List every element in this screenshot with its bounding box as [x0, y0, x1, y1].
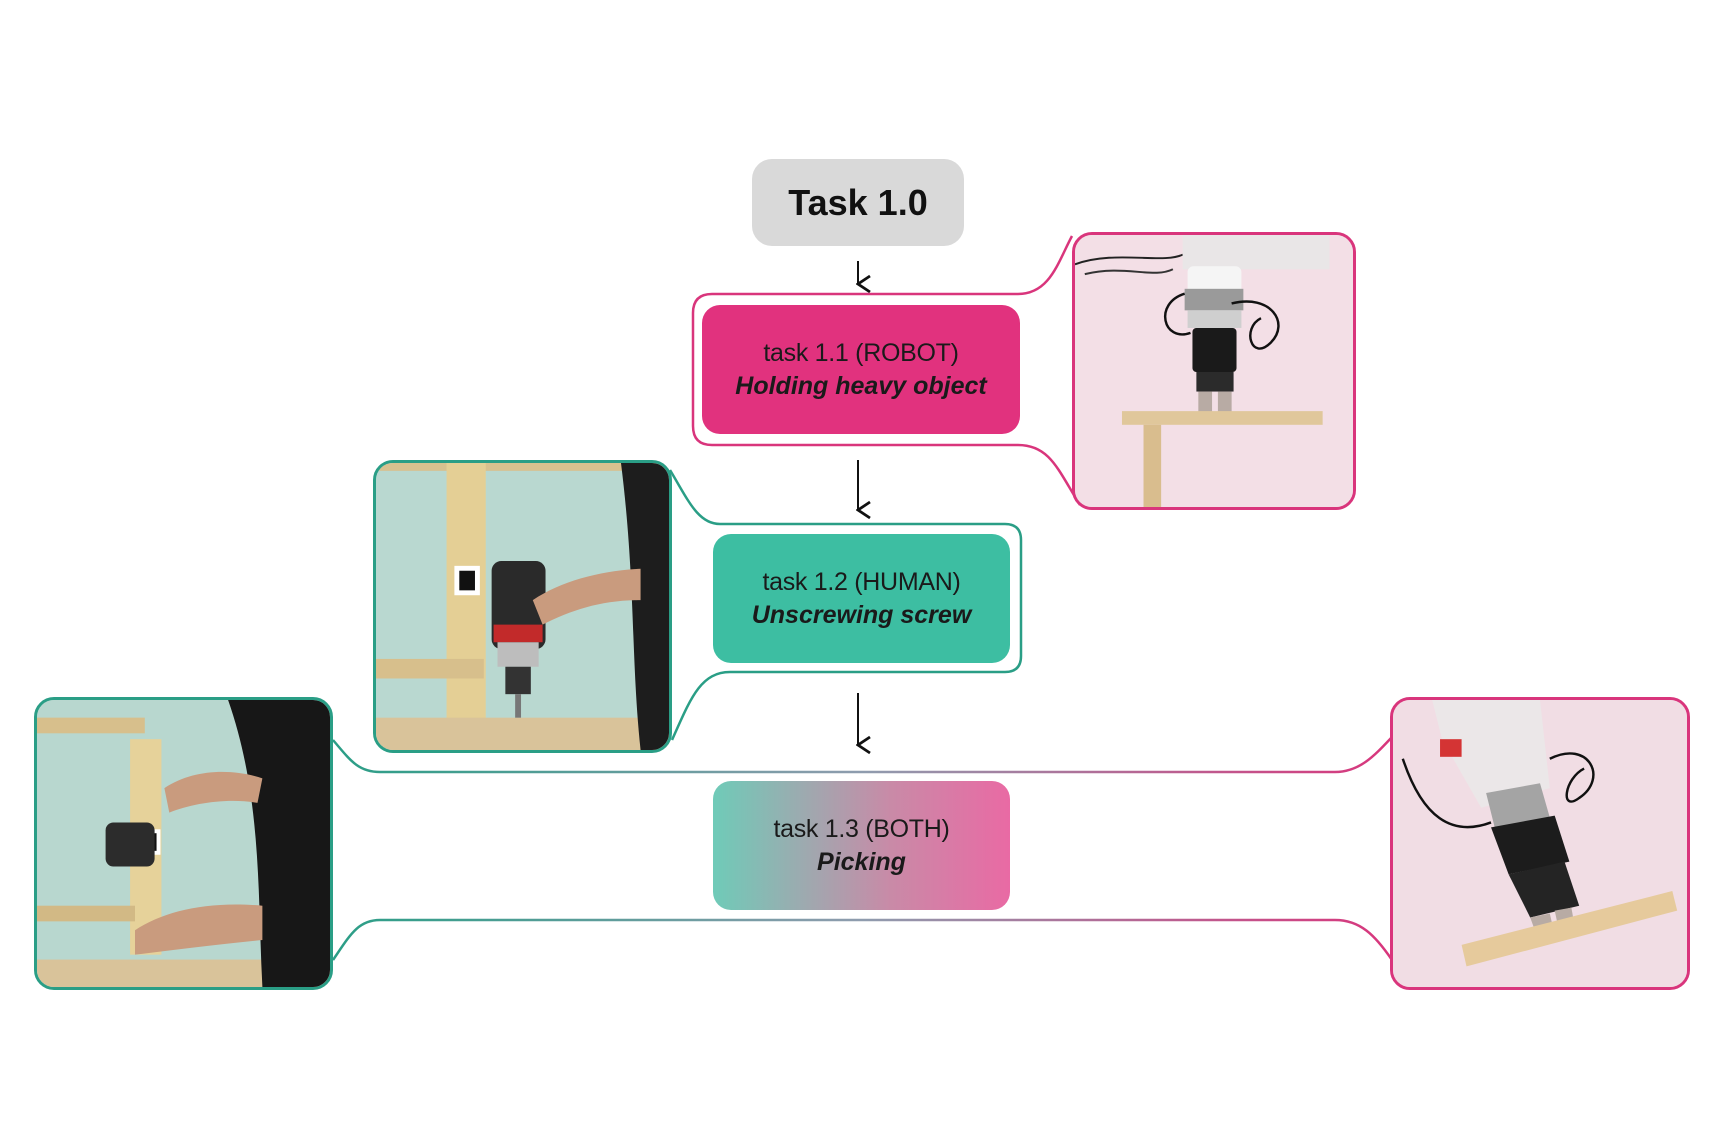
robot-bracket	[691, 235, 1082, 506]
human-bracket	[668, 469, 1023, 741]
hand-drill-icon	[37, 700, 330, 987]
root-task-node: Task 1.0	[752, 159, 964, 246]
task-robot-id: task 1.1 (ROBOT)	[763, 338, 959, 367]
robot-gripper-icon	[1393, 700, 1687, 987]
task-robot-title: Holding heavy object	[735, 371, 987, 400]
robot-holding-wood-photo	[1072, 232, 1356, 510]
robot-picking-photo	[1390, 697, 1690, 990]
task-human-id: task 1.2 (HUMAN)	[762, 567, 961, 596]
task-node-human: task 1.2 (HUMAN) Unscrewing screw	[713, 534, 1010, 663]
task-both-title: Picking	[817, 847, 906, 876]
both-bracket-top	[332, 736, 1393, 774]
hand-drill-icon	[376, 463, 669, 750]
root-task-label: Task 1.0	[788, 181, 928, 223]
task-both-id: task 1.3 (BOTH)	[773, 814, 950, 843]
task-node-both: task 1.3 (BOTH) Picking	[713, 781, 1010, 910]
human-drilling-photo	[373, 460, 672, 753]
task-human-title: Unscrewing screw	[751, 600, 972, 629]
robot-gripper-icon	[1075, 235, 1353, 507]
both-bracket-bottom	[331, 918, 1394, 961]
human-both-photo	[34, 697, 333, 990]
task-node-robot: task 1.1 (ROBOT) Holding heavy object	[702, 305, 1020, 434]
